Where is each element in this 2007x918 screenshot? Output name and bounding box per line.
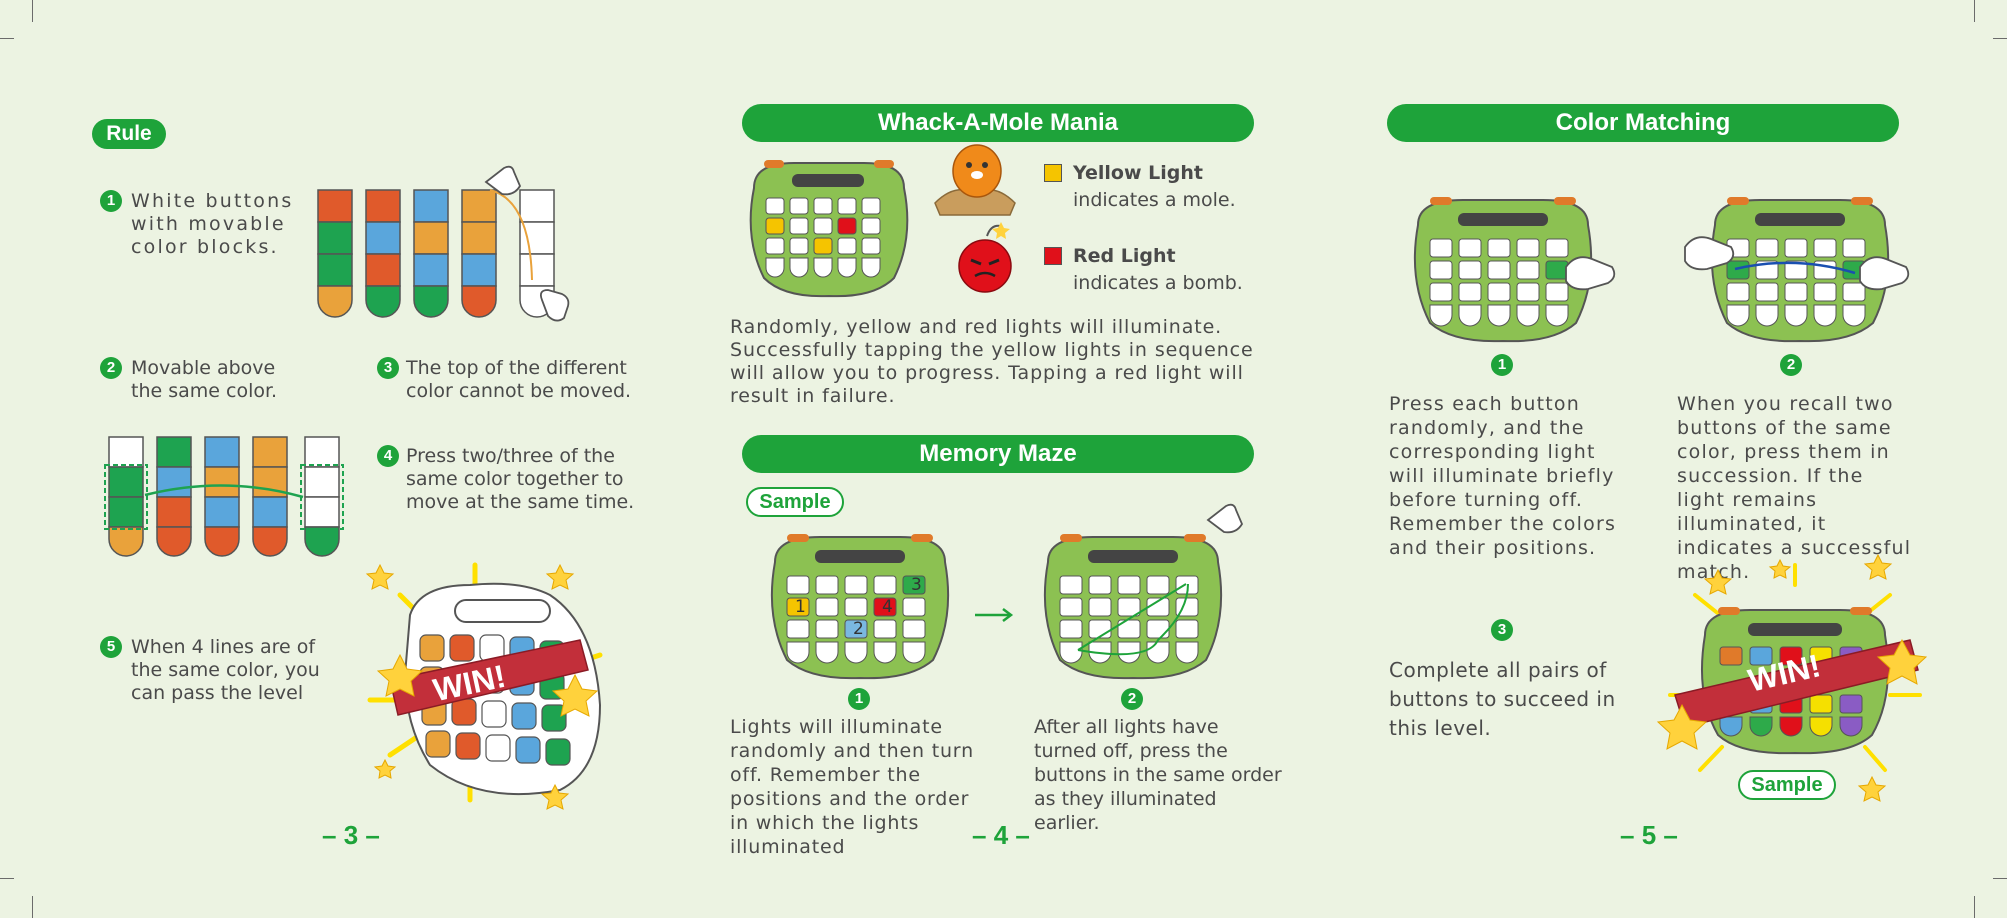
arrow-right-icon xyxy=(975,608,1014,622)
memory-cell-3: 3 xyxy=(911,575,922,595)
yellow-light-swatch xyxy=(1044,164,1062,182)
color-tubes-illustration xyxy=(317,165,570,322)
whack-description: Randomly, yellow and red lights will ill… xyxy=(730,316,1254,407)
color-step-3-number: 3 xyxy=(1491,619,1513,641)
memory-step-2-text: After all lights have turned off, press … xyxy=(1034,716,1282,834)
step-4-number: 4 xyxy=(377,445,399,467)
color-match-device-2 xyxy=(1684,197,1910,343)
memory-cell-1: 1 xyxy=(795,597,806,617)
memory-sample-label: Sample xyxy=(746,487,844,517)
memory-maze-title: Memory Maze xyxy=(742,435,1254,473)
mole-icon xyxy=(934,144,1016,216)
red-light-swatch xyxy=(1044,247,1062,265)
step-1-number: 1 xyxy=(100,190,122,212)
page-number-4: – 4 – xyxy=(972,820,1030,850)
memory-cell-4: 4 xyxy=(882,597,893,617)
color-step-1-text: Press each button randomly, and the corr… xyxy=(1389,393,1617,559)
memory-step-2-number: 2 xyxy=(1121,688,1143,710)
step-2-text: Movable above the same color. xyxy=(131,357,278,402)
red-light-title: Red Light xyxy=(1073,245,1176,267)
color-step-1-number: 1 xyxy=(1491,354,1513,376)
color-step-3-text: Complete all pairs of buttons to succeed… xyxy=(1389,658,1616,740)
color-sample-label: Sample xyxy=(1738,770,1836,800)
win-device-illustration xyxy=(365,562,603,810)
memory-device-2 xyxy=(1043,503,1244,680)
color-match-device-1 xyxy=(1413,197,1616,343)
step-5-text: When 4 lines are of the same color, you … xyxy=(131,636,320,704)
yellow-light-title: Yellow Light xyxy=(1073,162,1203,184)
whack-device xyxy=(749,160,909,298)
whack-a-mole-title: Whack-A-Mole Mania xyxy=(742,104,1254,142)
step-1-text: White buttons with movable color blocks. xyxy=(131,190,294,258)
rule-label: Rule xyxy=(92,119,166,149)
memory-step-1-text: Lights will illuminate randomly and then… xyxy=(730,716,974,858)
color-matching-title: Color Matching xyxy=(1387,104,1899,142)
memory-step-1-number: 1 xyxy=(848,688,870,710)
memory-device-1 xyxy=(770,534,950,680)
bomb-icon xyxy=(958,222,1012,293)
step-2-number: 2 xyxy=(100,357,122,379)
step-4-text: Press two/three of the same color togeth… xyxy=(406,445,635,513)
step-3-text: The top of the different color cannot be… xyxy=(406,357,632,402)
page-number-5: – 5 – xyxy=(1620,820,1678,850)
memory-cell-2: 2 xyxy=(853,619,864,639)
step-5-number: 5 xyxy=(100,636,122,658)
yellow-light-desc: indicates a mole. xyxy=(1073,189,1236,211)
color-win-device xyxy=(1656,553,1928,802)
move-tubes-illustration xyxy=(104,436,344,557)
step-3-number: 3 xyxy=(377,357,399,379)
color-step-2-number: 2 xyxy=(1780,354,1802,376)
page-number-3: – 3 – xyxy=(322,820,380,850)
color-step-2-text: When you recall two buttons of the same … xyxy=(1677,393,1912,583)
red-light-desc: indicates a bomb. xyxy=(1073,272,1243,294)
